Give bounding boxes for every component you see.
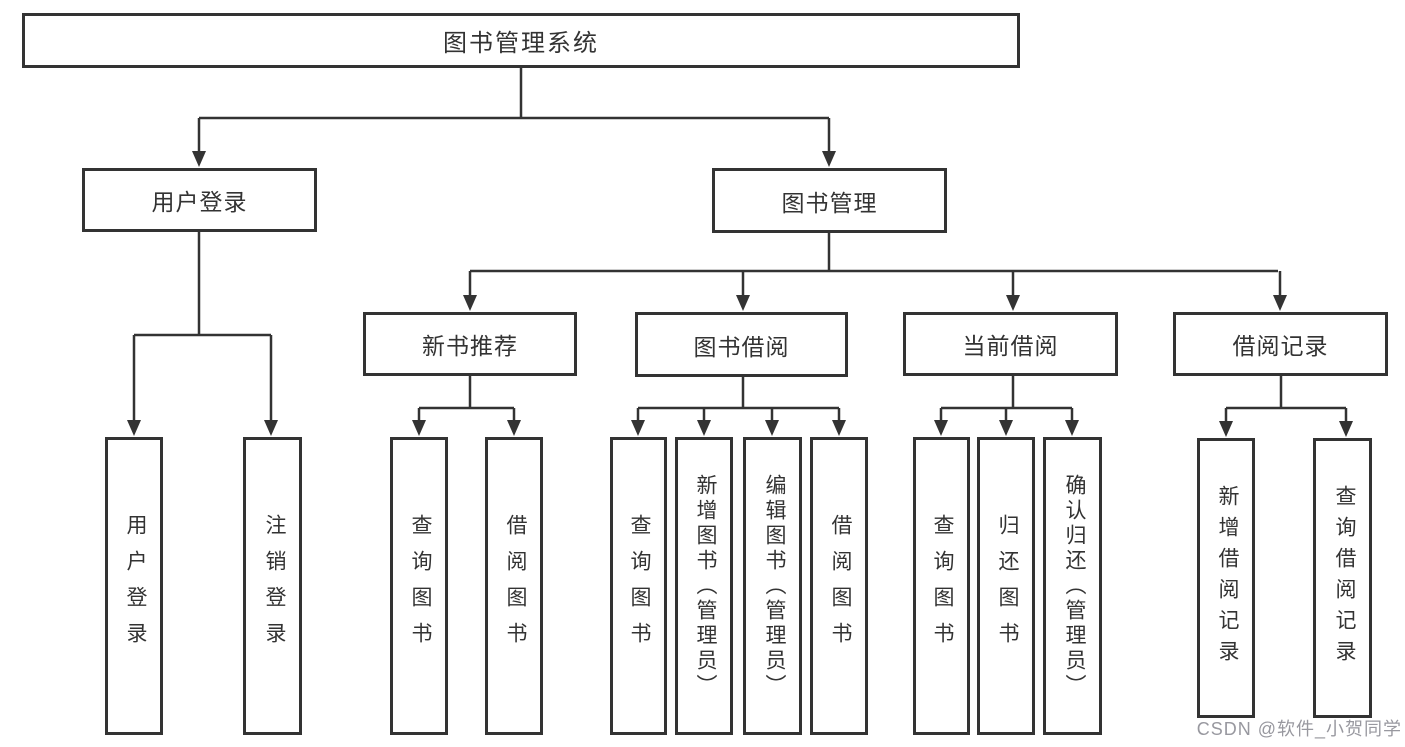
node-current-borrow: 当前借阅 bbox=[903, 312, 1118, 376]
node-book-borrow: 图书借阅 bbox=[635, 312, 848, 377]
node-leaf-query-borrow-record: 查询借阅记录 bbox=[1313, 438, 1372, 718]
node-leaf-query-books-current: 查询图书 bbox=[913, 437, 970, 735]
node-leaf-logout: 注销登录 bbox=[243, 437, 302, 735]
node-leaf-confirm-return-admin: 确认归还（管理员） bbox=[1043, 437, 1102, 735]
node-leaf-borrow-books-recommend: 借阅图书 bbox=[485, 437, 543, 735]
node-user-login: 用户登录 bbox=[82, 168, 317, 232]
node-leaf-add-books-admin: 新增图书（管理员） bbox=[675, 437, 733, 735]
node-borrow-records: 借阅记录 bbox=[1173, 312, 1388, 376]
node-new-book-recommend: 新书推荐 bbox=[363, 312, 577, 376]
node-leaf-edit-books-admin: 编辑图书（管理员） bbox=[743, 437, 802, 735]
node-leaf-query-books-recommend: 查询图书 bbox=[390, 437, 448, 735]
node-library-management-system: 图书管理系统 bbox=[22, 13, 1020, 68]
node-leaf-query-books-borrow: 查询图书 bbox=[610, 437, 667, 735]
csdn-watermark: CSDN @软件_小贺同学 bbox=[1196, 719, 1402, 739]
node-leaf-borrow-books: 借阅图书 bbox=[810, 437, 868, 735]
node-book-management: 图书管理 bbox=[712, 168, 947, 233]
node-leaf-add-borrow-record: 新增借阅记录 bbox=[1197, 438, 1255, 718]
arrowheads bbox=[127, 151, 1353, 437]
node-leaf-return-books: 归还图书 bbox=[977, 437, 1035, 735]
node-leaf-user-login: 用户登录 bbox=[105, 437, 163, 735]
